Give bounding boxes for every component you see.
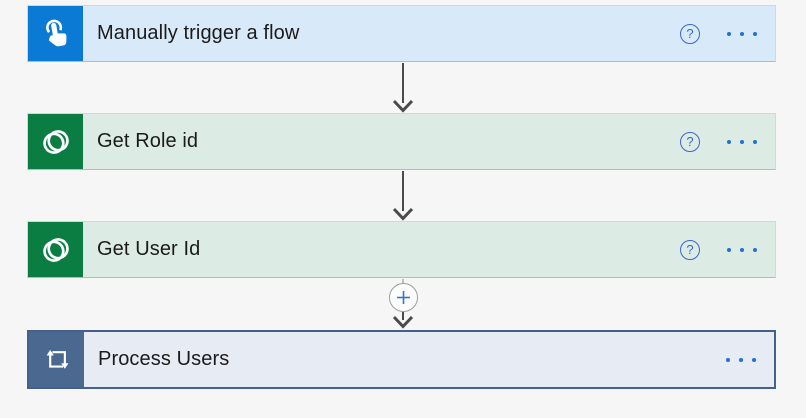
touch-icon <box>28 6 83 61</box>
flow-step-manually-trigger[interactable]: Manually trigger a flow ? <box>27 5 776 62</box>
step-title: Manually trigger a flow <box>97 22 300 44</box>
step-title: Get Role id <box>97 130 199 152</box>
loop-icon <box>29 332 84 387</box>
insert-step-button[interactable] <box>389 283 418 312</box>
help-glyph: ? <box>686 134 694 149</box>
more-menu-icon[interactable] <box>727 244 757 256</box>
more-menu-icon[interactable] <box>727 28 757 40</box>
more-menu-icon[interactable] <box>727 136 757 148</box>
help-glyph: ? <box>686 26 694 41</box>
help-icon[interactable]: ? <box>680 23 700 44</box>
more-menu-icon[interactable] <box>726 354 756 366</box>
flow-step-get-user-id[interactable]: Get User Id ? <box>27 221 776 278</box>
flow-step-process-users[interactable]: Process Users <box>27 330 776 389</box>
help-icon[interactable]: ? <box>680 131 700 152</box>
plus-icon <box>397 291 410 304</box>
dataverse-icon <box>28 114 83 169</box>
step-title: Process Users <box>98 348 230 370</box>
step-title: Get User Id <box>97 238 201 260</box>
help-icon[interactable]: ? <box>680 239 700 260</box>
help-glyph: ? <box>686 242 694 257</box>
flow-step-get-role-id[interactable]: Get Role id ? <box>27 113 776 170</box>
dataverse-icon <box>28 222 83 277</box>
